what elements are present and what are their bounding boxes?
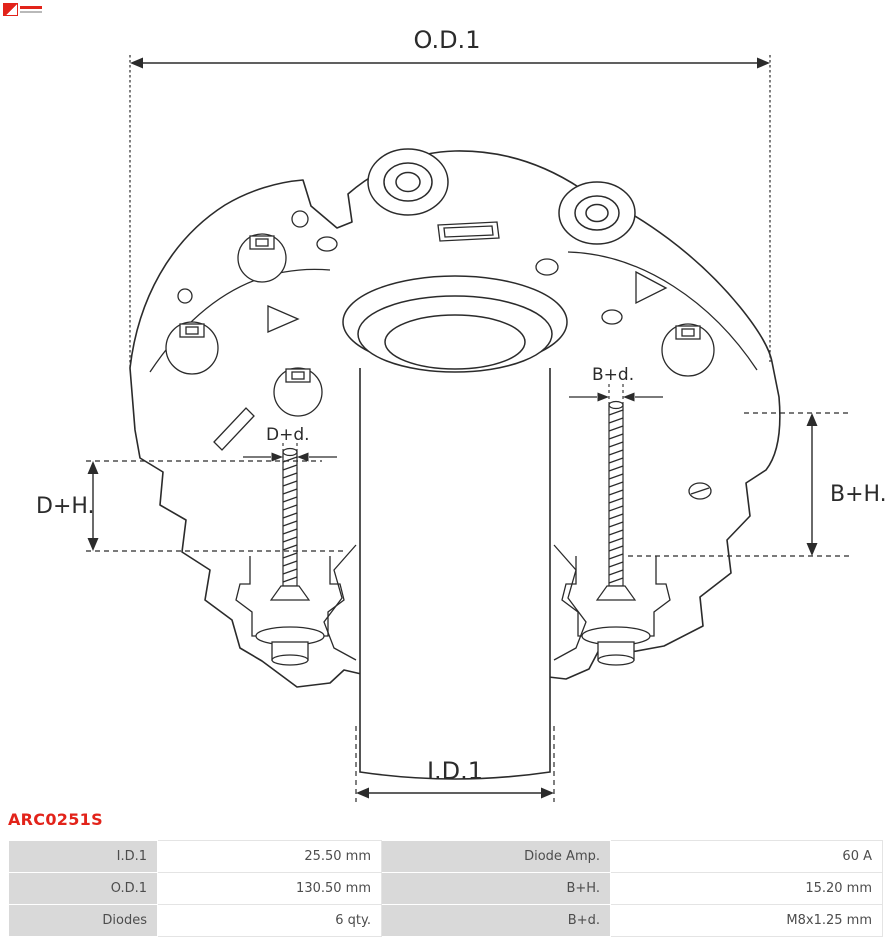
table-row: I.D.1 25.50 mm Diode Amp. 60 A bbox=[8, 840, 883, 873]
bore-collar bbox=[342, 275, 568, 373]
brand-logo-wordmark bbox=[20, 4, 42, 15]
bh-label: B+H. bbox=[830, 482, 887, 507]
spec-label: O.D.1 bbox=[8, 872, 158, 905]
bd-label: B+d. bbox=[592, 365, 634, 385]
dh-label: D+H. bbox=[36, 494, 95, 519]
dimension-dh: D+H. bbox=[36, 460, 345, 552]
technical-drawing: O.D.1 I.D.1 D+H. D+d. B+d. bbox=[36, 26, 887, 802]
spec-label: I.D.1 bbox=[8, 840, 158, 873]
right-stud bbox=[595, 400, 637, 601]
right-foot bbox=[561, 556, 671, 666]
left-foot bbox=[235, 556, 345, 666]
mounting-boss-right bbox=[558, 181, 636, 245]
dimension-bh: B+H. bbox=[628, 412, 887, 557]
spec-label: B+d. bbox=[381, 904, 611, 937]
vent-holes bbox=[177, 210, 712, 500]
spec-value: 25.50 mm bbox=[157, 840, 382, 873]
diode-heads bbox=[165, 233, 715, 417]
table-row: Diodes 6 qty. B+d. M8x1.25 mm bbox=[8, 904, 883, 937]
dimension-id1: I.D.1 bbox=[355, 726, 555, 802]
spec-value: 130.50 mm bbox=[157, 872, 382, 905]
spec-label: B+H. bbox=[381, 872, 611, 905]
rectifier-diagram: O.D.1 I.D.1 D+H. D+d. B+d. bbox=[36, 26, 887, 802]
od1-label: O.D.1 bbox=[414, 26, 481, 54]
left-stud bbox=[269, 447, 311, 601]
spec-value: M8x1.25 mm bbox=[610, 904, 883, 937]
mounting-boss-left bbox=[367, 148, 449, 216]
dimension-bd: B+d. bbox=[569, 365, 663, 412]
support-webs bbox=[323, 544, 587, 661]
brand-logo bbox=[3, 3, 42, 16]
dimension-dd: D+d. bbox=[243, 425, 337, 472]
spec-label: Diodes bbox=[8, 904, 158, 937]
id1-label: I.D.1 bbox=[427, 757, 483, 785]
spec-label: Diode Amp. bbox=[381, 840, 611, 873]
spec-value: 15.20 mm bbox=[610, 872, 883, 905]
spec-value: 60 A bbox=[610, 840, 883, 873]
spec-table: I.D.1 25.50 mm Diode Amp. 60 A O.D.1 130… bbox=[8, 840, 883, 937]
slots-and-marks bbox=[213, 221, 668, 451]
spec-value: 6 qty. bbox=[157, 904, 382, 937]
center-tube bbox=[359, 368, 551, 780]
dd-label: D+d. bbox=[266, 425, 310, 445]
part-number: ARC0251S bbox=[8, 810, 103, 829]
dimension-od1: O.D.1 bbox=[129, 26, 771, 368]
brand-logo-icon bbox=[3, 3, 18, 16]
table-row: O.D.1 130.50 mm B+H. 15.20 mm bbox=[8, 872, 883, 905]
